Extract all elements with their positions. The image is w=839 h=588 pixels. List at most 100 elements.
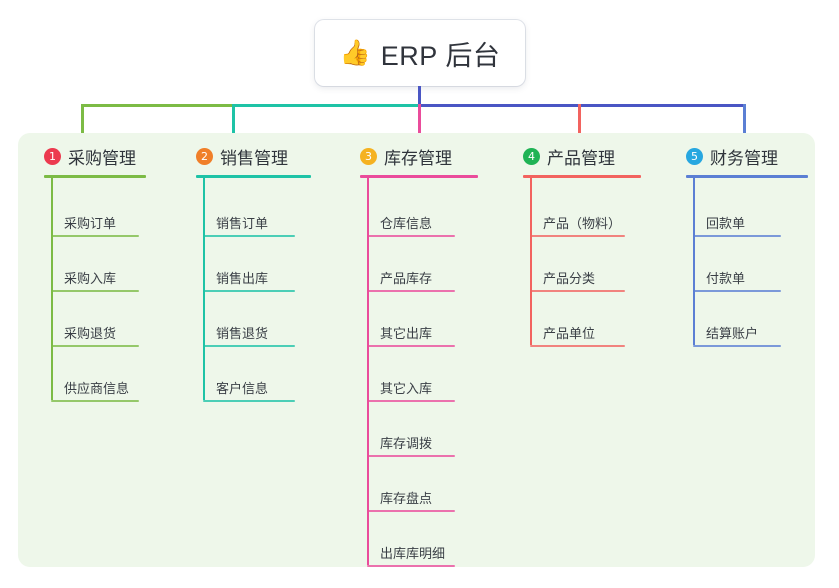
leaf-item[interactable]: 产品分类 [530,260,625,292]
leaf-item-underline [693,345,781,347]
leaf-item[interactable]: 供应商信息 [51,370,139,402]
branch-underline [686,175,808,178]
leaf-item-label: 销售订单 [216,216,269,231]
leaf-item[interactable]: 结算账户 [693,315,781,347]
leaf-item-underline [367,510,455,512]
branch-underline [44,175,146,178]
leaf-item[interactable]: 仓库信息 [367,205,455,237]
leaf-item-underline [203,235,295,237]
leaf-item[interactable]: 产品库存 [367,260,455,292]
branch-title-label: 产品管理 [547,149,615,168]
leaf-item-underline [693,290,781,292]
leaf-item[interactable]: 采购入库 [51,260,139,292]
leaf-item[interactable]: 销售订单 [203,205,295,237]
branch-title-1[interactable]: 1 采购管理 [44,144,136,169]
branch-title-label: 财务管理 [710,149,778,168]
branch-column-4[interactable]: 4 产品管理产品（物料） 产品分类产品单位 [523,133,681,567]
leaf-item-label: 供应商信息 [64,381,130,396]
branch-underline [196,175,311,178]
leaf-item-label: 库存盘点 [380,491,433,506]
leaf-item-label: 销售出库 [216,271,269,286]
leaf-item-underline [51,400,139,402]
leaf-item[interactable]: 产品单位 [530,315,625,347]
bus-segment-teal [234,104,419,107]
leaf-item[interactable]: 采购订单 [51,205,139,237]
leaf-item[interactable]: 出库库明细 [367,535,455,567]
leaf-item-underline [530,345,625,347]
leaf-item[interactable]: 客户信息 [203,370,295,402]
leaf-item-label: 客户信息 [216,381,269,396]
leaf-item-underline [51,345,139,347]
leaf-item[interactable]: 销售出库 [203,260,295,292]
leaf-item[interactable]: 采购退货 [51,315,139,347]
leaf-item-label: 采购入库 [64,271,117,286]
leaf-item-underline [367,400,455,402]
leaf-item-underline [530,290,625,292]
leaf-item[interactable]: 回款单 [693,205,781,237]
leaf-item-label: 回款单 [706,216,746,231]
branch-stem [51,175,53,400]
diagram-panel [18,133,815,567]
bus-segment-blue [418,104,746,107]
leaf-item-underline [367,565,455,567]
root-node[interactable]: 👍 ERP 后台 [315,20,525,86]
trunk-line [418,86,421,106]
leaf-item-label: 仓库信息 [380,216,433,231]
leaf-item[interactable]: 库存调拨 [367,425,455,457]
leaf-item-label: 付款单 [706,271,746,286]
leaf-item[interactable]: 库存盘点 [367,480,455,512]
branch-number-badge: 2 [196,148,213,165]
root-title: ERP 后台 [380,40,501,71]
leaf-item-underline [530,235,625,237]
leaf-item-label: 出库库明细 [380,546,446,561]
leaf-item-label: 库存调拨 [380,436,433,451]
leaf-item-underline [203,290,295,292]
branch-title-3[interactable]: 3 库存管理 [360,144,452,169]
leaf-item-underline [367,235,455,237]
branch-column-3[interactable]: 3 库存管理仓库信息产品库存其它出库其它入库库存调拨库存盘点出库库明细 [360,133,518,567]
branch-underline [360,175,478,178]
branch-underline [523,175,641,178]
leaf-item-underline [367,290,455,292]
leaf-item-label: 产品（物料） [543,216,622,231]
branch-stem [530,175,532,345]
leaf-item[interactable]: 产品（物料） [530,205,625,237]
leaf-item[interactable]: 销售退货 [203,315,295,347]
drop-line-col3 [418,104,421,140]
leaf-item-underline [51,235,139,237]
leaf-item-label: 结算账户 [706,326,759,341]
leaf-item-underline [367,455,455,457]
thumbs-up-icon: 👍 [339,38,371,67]
branch-title-4[interactable]: 4 产品管理 [523,144,615,169]
branch-number-badge: 3 [360,148,377,165]
leaf-item[interactable]: 其它入库 [367,370,455,402]
leaf-item-underline [203,400,295,402]
leaf-item-label: 其它出库 [380,326,433,341]
leaf-item-label: 采购订单 [64,216,117,231]
leaf-item[interactable]: 付款单 [693,260,781,292]
branch-number-badge: 1 [44,148,61,165]
leaf-item-label: 产品分类 [543,271,596,286]
branch-number-badge: 4 [523,148,540,165]
leaf-item-label: 采购退货 [64,326,117,341]
branch-stem [693,175,695,345]
leaf-item-label: 产品单位 [543,326,596,341]
branch-title-label: 销售管理 [220,149,288,168]
leaf-item-label: 产品库存 [380,271,433,286]
branch-title-2[interactable]: 2 销售管理 [196,144,288,169]
leaf-item-underline [51,290,139,292]
branch-column-2[interactable]: 2 销售管理销售订单销售出库销售退货客户信息 [196,133,351,567]
leaf-item[interactable]: 其它出库 [367,315,455,347]
leaf-item-label: 销售退货 [216,326,269,341]
leaf-item-underline [693,235,781,237]
drop-line-col2 [232,104,235,140]
branch-title-label: 采购管理 [68,149,136,168]
branch-stem [203,175,205,400]
branch-title-label: 库存管理 [384,149,452,168]
drop-line-col5 [743,104,746,140]
leaf-item-label: 其它入库 [380,381,433,396]
branch-column-1[interactable]: 1 采购管理采购订单采购入库采购退货供应商信息 [44,133,186,567]
